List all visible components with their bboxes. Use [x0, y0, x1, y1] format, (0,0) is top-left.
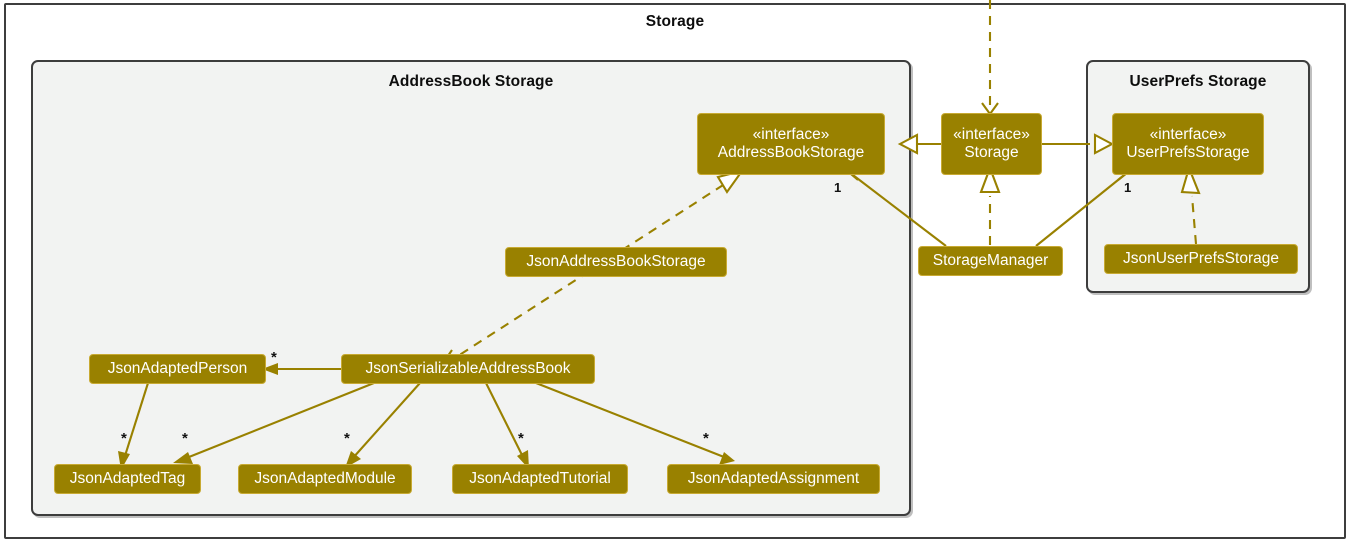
class-name: JsonAdaptedModule [254, 469, 396, 487]
class-name: JsonAdaptedTag [69, 469, 186, 487]
class-jsonadaptedmodule[interactable]: JsonAdaptedModule [238, 464, 412, 494]
class-jsonaddressbookstorage[interactable]: JsonAddressBookStorage [505, 247, 727, 277]
stereotype-interface: «interface» [752, 125, 830, 143]
class-name: JsonSerializableAddressBook [365, 359, 571, 377]
multiplicity-userprefsstorage: 1 [1124, 180, 1132, 195]
class-name: JsonAdaptedTutorial [469, 469, 611, 487]
multiplicity-jsonadaptedmodule: * [344, 430, 350, 447]
class-userprefsstorage[interactable]: «interface» UserPrefsStorage [1112, 113, 1264, 175]
package-addressbook-storage-title: AddressBook Storage [388, 73, 554, 90]
package-storage-title: Storage [645, 13, 705, 30]
multiplicity-jsonadaptedassignment: * [703, 430, 709, 447]
multiplicity-jsonadaptedtutorial: * [518, 430, 524, 447]
class-name: JsonUserPrefsStorage [1123, 249, 1279, 267]
class-name: JsonAdaptedPerson [107, 359, 248, 377]
multiplicity-jsonadaptedtag-from-person: * [121, 430, 127, 447]
class-jsonuserprefsstorage[interactable]: JsonUserPrefsStorage [1104, 244, 1298, 274]
stereotype-interface: «interface» [953, 125, 1030, 143]
class-jsonserializableaddressbook[interactable]: JsonSerializableAddressBook [341, 354, 595, 384]
class-jsonadaptedassignment[interactable]: JsonAdaptedAssignment [667, 464, 880, 494]
class-name: StorageManager [932, 251, 1049, 269]
class-jsonadaptedtag[interactable]: JsonAdaptedTag [54, 464, 201, 494]
class-name: JsonAdaptedAssignment [687, 469, 860, 487]
class-name: JsonAddressBookStorage [526, 252, 706, 270]
package-userprefs-storage-title: UserPrefs Storage [1129, 73, 1267, 90]
class-name: Storage [964, 144, 1019, 161]
class-addressbookstorage[interactable]: «interface» AddressBookStorage [697, 113, 885, 175]
class-jsonadaptedtutorial[interactable]: JsonAdaptedTutorial [452, 464, 628, 494]
multiplicity-jsonadaptedtag-from-serializable: * [182, 430, 188, 447]
class-storage[interactable]: «interface» Storage [941, 113, 1042, 175]
class-name: AddressBookStorage [717, 144, 865, 161]
class-name: UserPrefsStorage [1126, 144, 1250, 161]
class-jsonadaptedperson[interactable]: JsonAdaptedPerson [89, 354, 266, 384]
multiplicity-addressbookstorage: 1 [834, 180, 842, 195]
stereotype-interface: «interface» [1149, 125, 1227, 143]
multiplicity-jsonadaptedperson: * [271, 349, 277, 366]
class-storagemanager[interactable]: StorageManager [918, 246, 1063, 276]
